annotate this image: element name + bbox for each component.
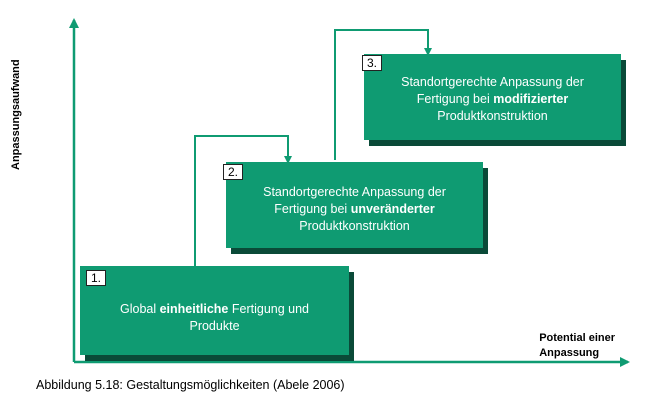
step-1-number: 1. xyxy=(86,270,107,286)
step-1-text: Global einheitliche Fertigung und Produk… xyxy=(80,301,349,335)
step-1-line-1: Global einheitliche Fertigung und xyxy=(80,301,349,318)
step-2-line-3: Produktkonstruktion xyxy=(299,219,410,233)
step-1-line-1-post: Fertigung und xyxy=(228,302,309,316)
step-2-line-2-bold: unveränderter xyxy=(350,202,435,216)
x-axis-label-line-2: Anpassung xyxy=(539,347,600,359)
step-2-line-1: Standortgerechte Anpassung der xyxy=(263,185,446,199)
step-3-line-2: Fertigung bei modifizierter xyxy=(364,91,621,108)
step-3-text: Standortgerechte Anpassung der Fertigung… xyxy=(364,74,621,125)
step-3-line-3: Produktkonstruktion xyxy=(437,109,548,123)
step-3-number: 3. xyxy=(362,55,383,71)
step-2-box: 2. Standortgerechte Anpassung der Fertig… xyxy=(223,162,483,248)
connector-1-to-2 xyxy=(194,135,292,266)
step-1-line-2: Produkte xyxy=(189,319,240,333)
step-2-text: Standortgerechte Anpassung der Fertigung… xyxy=(226,184,483,235)
step-3-box: 3. Standortgerechte Anpassung der Fertig… xyxy=(362,54,621,140)
step-1-line-1-pre: Global xyxy=(120,302,160,316)
x-axis-label-line-1: Potential einer xyxy=(539,332,615,344)
step-1-line-1-bold: einheitliche xyxy=(159,302,229,316)
step-2-number: 2. xyxy=(223,164,244,180)
connector-2-to-3 xyxy=(334,29,432,160)
x-axis-label: Potential einer Anpassung xyxy=(539,331,615,361)
step-3-line-2-pre: Fertigung bei xyxy=(416,92,494,106)
step-1-box: 1. Global einheitliche Fertigung und Pro… xyxy=(80,266,349,355)
step-3-line-2-bold: modifizierter xyxy=(493,92,569,106)
step-2-line-2-pre: Fertigung bei xyxy=(274,202,351,216)
step-2-line-2: Fertigung bei unveränderter xyxy=(226,201,483,218)
step-3-line-1: Standortgerechte Anpassung der xyxy=(401,75,584,89)
figure-caption: Abbildung 5.18: Gestaltungsmöglichkeiten… xyxy=(36,378,345,392)
y-axis-label: Anpassungsaufwand xyxy=(10,59,22,170)
